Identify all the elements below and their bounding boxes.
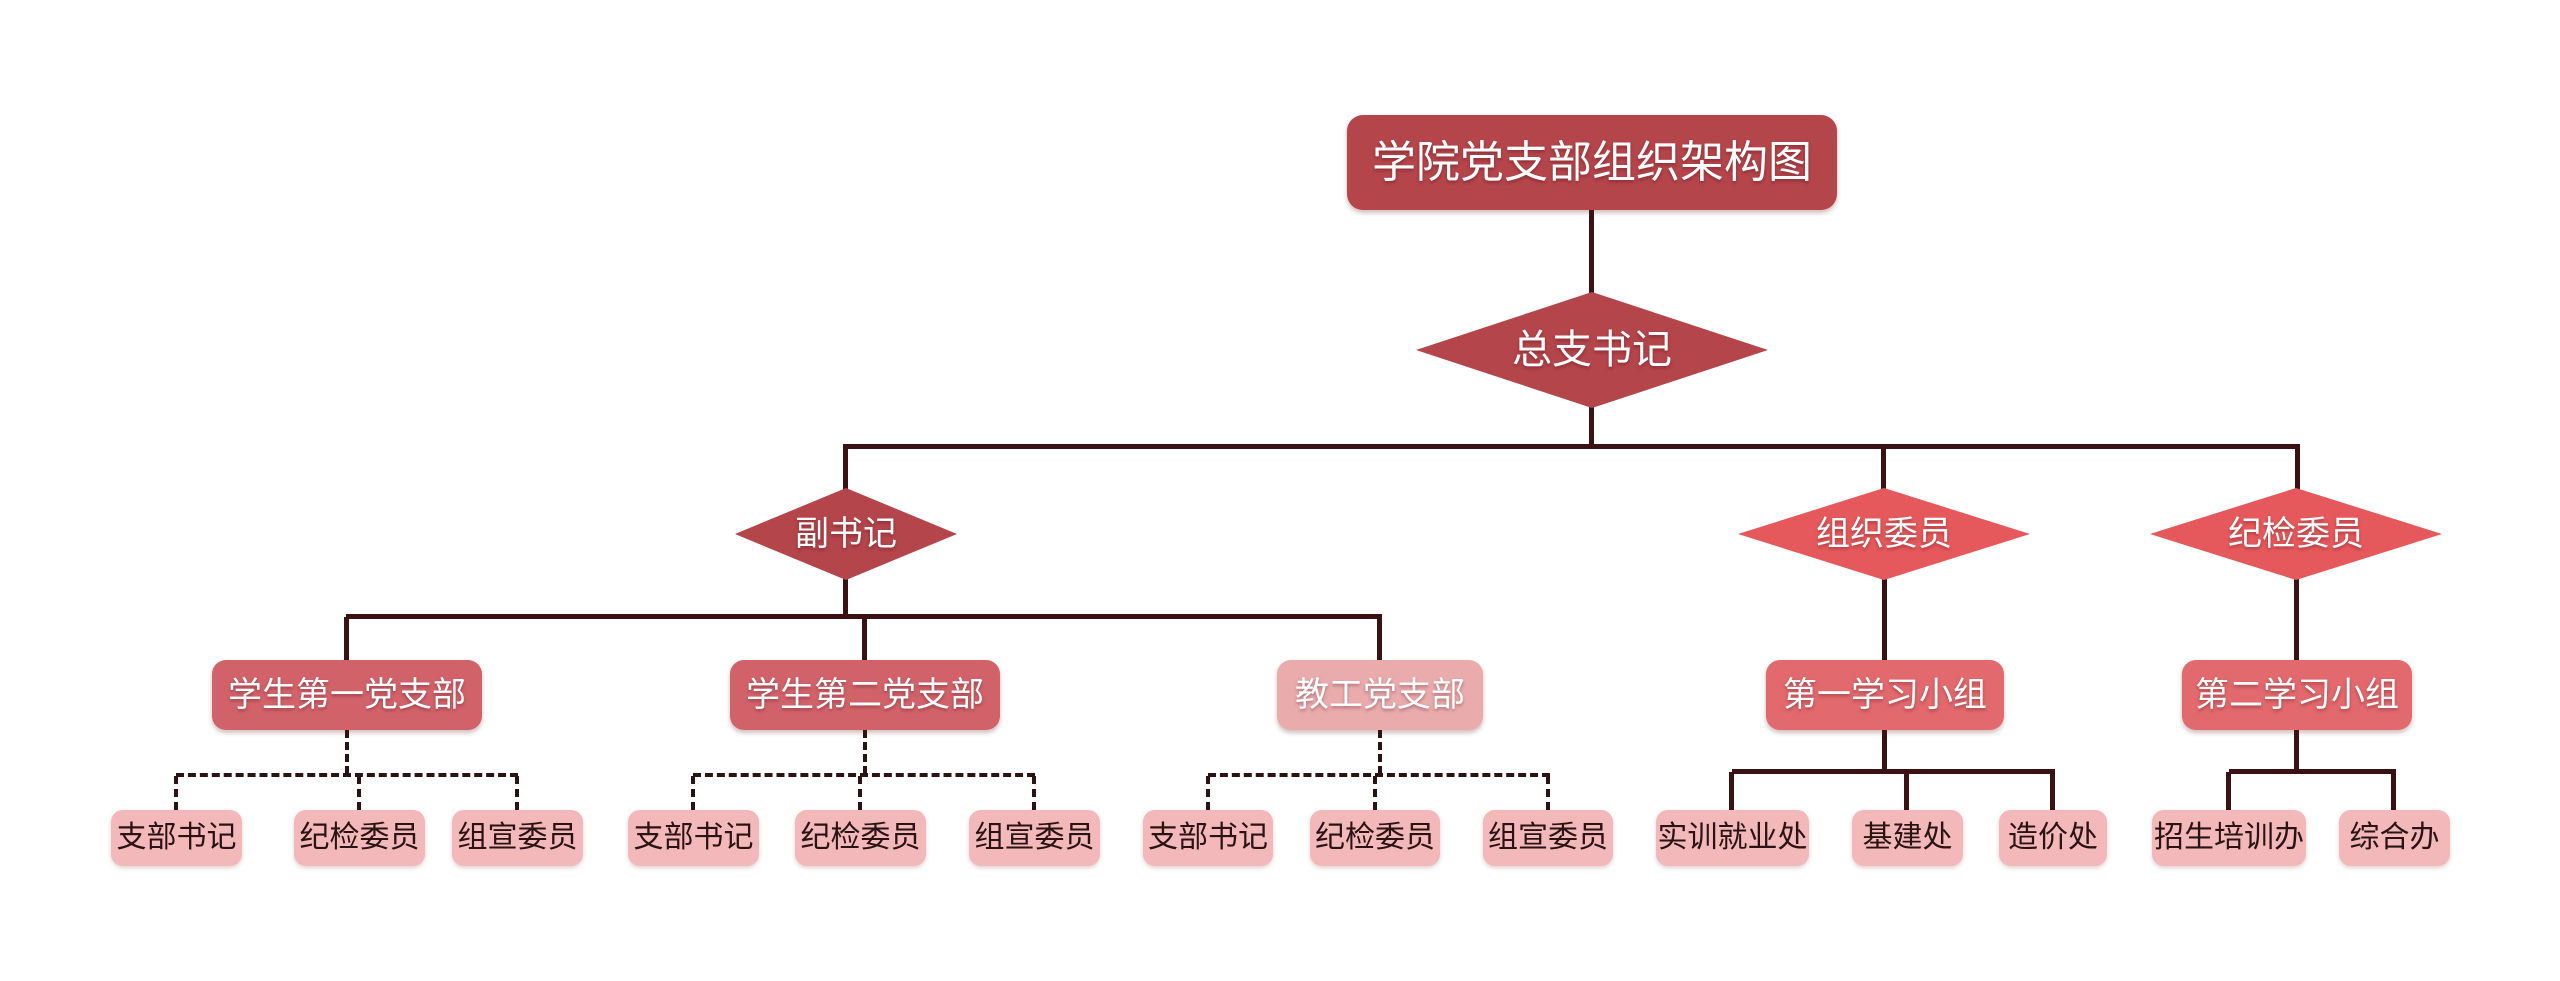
connector-drop-leaf-g4-3 [2050,772,2055,812]
leaf-node: 支部书记 [628,810,759,866]
root-title-node: 学院党支部组织架构图 [1347,115,1837,210]
connector-drop-branch-1 [344,617,349,662]
connector-root-to-secretary [1589,208,1594,298]
connector-deputy-to-bus [843,576,848,616]
dashed-connector-drop-g1-3 [515,776,519,810]
connector-secretary-to-bus [1589,404,1594,449]
connector-drop-leaf-g5-1 [2226,772,2231,812]
branch-node-student-second: 学生第二党支部 [730,660,1000,730]
dashed-connector-branch2-stem [863,730,867,774]
dashed-connector-drop-g2-3 [1032,776,1036,810]
connector-drop-organization [1881,444,1886,492]
leaf-node: 支部书记 [1143,810,1273,866]
leaf-node: 组宣委员 [1483,810,1613,866]
connector-group2-to-bus [2294,728,2299,771]
connector-drop-discipline [2295,444,2300,492]
connector-deputy-bus [346,614,1382,619]
branch-node-faculty: 教工党支部 [1277,660,1483,730]
connector-drop-deputy [843,444,848,492]
discipline-committee-diamond: 纪检委员 [2150,488,2442,580]
leaf-node: 造价处 [1999,810,2107,866]
dashed-connector-drop-g2-2 [858,776,862,810]
dashed-connector-branch3-bus [1208,773,1550,777]
leaf-node: 组宣委员 [452,810,583,866]
branch-node-study-group-1: 第一学习小组 [1766,660,2004,730]
dashed-connector-drop-g1-1 [174,776,178,810]
leaf-node: 组宣委员 [969,810,1100,866]
leaf-node: 纪检委员 [795,810,926,866]
connector-officers-bus [846,444,2300,449]
leaf-node: 基建处 [1852,810,1963,866]
leaf-node: 纪检委员 [294,810,425,866]
dashed-connector-branch1-stem [345,730,349,774]
connector-drop-leaf-g5-2 [2391,772,2396,812]
dashed-connector-drop-g3-1 [1206,776,1210,810]
connector-drop-leaf-g4-2 [1904,772,1909,812]
connector-drop-leaf-g4-1 [1729,772,1734,812]
connector-discipline-to-group2 [2294,576,2299,662]
dashed-connector-drop-g3-2 [1373,776,1377,810]
leaf-node: 纪检委员 [1310,810,1440,866]
connector-drop-branch-2 [862,617,867,662]
dashed-connector-drop-g2-1 [691,776,695,810]
leaf-node: 招生培训办 [2152,810,2306,866]
branch-node-study-group-2: 第二学习小组 [2182,660,2412,730]
dashed-connector-branch1-bus [176,773,518,777]
leaf-node: 实训就业处 [1656,810,1809,866]
connector-group1-to-bus [1882,728,1887,771]
deputy-secretary-diamond: 副书记 [735,488,957,580]
leaf-node: 综合办 [2339,810,2450,866]
general-secretary-diamond: 总支书记 [1416,292,1768,408]
connector-organization-to-group1 [1882,576,1887,662]
dashed-connector-branch3-stem [1378,730,1382,774]
connector-group1-bus [1732,769,2055,774]
connector-group2-bus [2229,769,2396,774]
connector-drop-branch-3 [1377,617,1382,662]
dashed-connector-drop-g3-3 [1546,776,1550,810]
organization-committee-diamond: 组织委员 [1738,488,2030,580]
leaf-node: 支部书记 [111,810,242,866]
branch-node-student-first: 学生第一党支部 [212,660,482,730]
dashed-connector-drop-g1-2 [357,776,361,810]
dashed-connector-branch2-bus [693,773,1035,777]
